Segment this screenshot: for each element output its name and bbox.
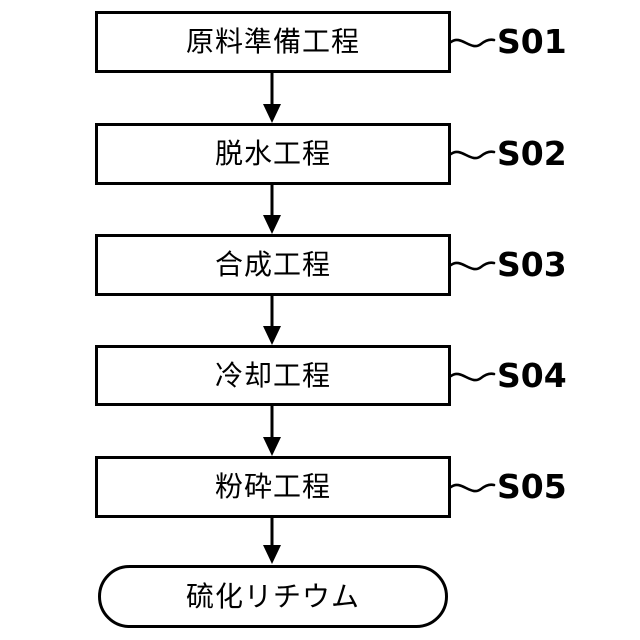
process-node-s04[interactable]: 冷却工程 bbox=[95, 345, 451, 406]
process-node-s01[interactable]: 原料準備工程 bbox=[95, 11, 451, 73]
arrow-s03-s04 bbox=[263, 296, 281, 345]
terminal-node-output-label: 硫化リチウム bbox=[185, 579, 360, 613]
step-tag-s04: S04 bbox=[497, 356, 567, 395]
leader-line-s02 bbox=[449, 150, 496, 160]
leader-line-s05 bbox=[449, 483, 496, 493]
arrow-s04-s05 bbox=[263, 406, 281, 456]
arrow-s05-out bbox=[263, 518, 281, 564]
arrow-s01-s02 bbox=[263, 72, 281, 123]
step-tag-s03: S03 bbox=[497, 245, 567, 284]
terminal-node-output[interactable]: 硫化リチウム bbox=[98, 565, 448, 628]
step-tag-s01: S01 bbox=[497, 22, 567, 61]
process-node-s02-label: 脱水工程 bbox=[214, 137, 331, 170]
arrow-s02-s03 bbox=[263, 185, 281, 234]
process-node-s04-label: 冷却工程 bbox=[214, 358, 331, 392]
leader-line-s03 bbox=[449, 261, 496, 271]
step-tag-s02: S02 bbox=[497, 134, 567, 173]
process-node-s02[interactable]: 脱水工程 bbox=[95, 123, 451, 185]
leader-line-s04 bbox=[449, 372, 496, 382]
leader-line-s01 bbox=[449, 38, 496, 48]
process-node-s03-label: 合成工程 bbox=[214, 248, 331, 281]
process-node-s03[interactable]: 合成工程 bbox=[95, 234, 451, 296]
process-node-s05-label: 粉砕工程 bbox=[214, 470, 331, 503]
process-node-s01-label: 原料準備工程 bbox=[185, 25, 360, 58]
process-node-s05[interactable]: 粉砕工程 bbox=[95, 456, 451, 518]
step-tag-s05: S05 bbox=[497, 467, 567, 506]
